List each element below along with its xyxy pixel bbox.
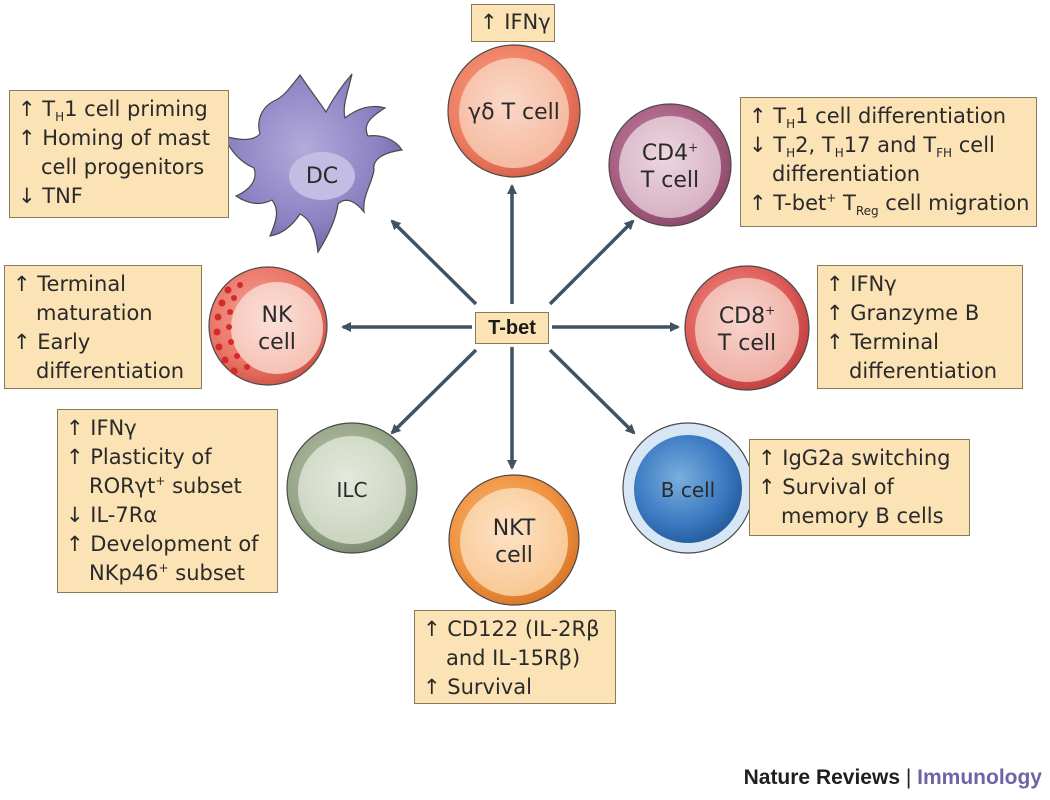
nk-cell <box>208 266 328 386</box>
b-cell-label: B cell <box>660 478 716 502</box>
gd-t-cell-label: γδ T cell <box>468 100 560 125</box>
b-effect-2-cont: memory B cells <box>781 504 944 528</box>
cd8-effect-1: ↑ IFNγ <box>826 272 897 296</box>
cd4-line2: T cell <box>640 168 700 193</box>
nkt-effect-1-cont: and IL-15Rβ) <box>446 646 581 670</box>
nk-cell-effects-box: ↑ Terminal maturation ↑ Early differenti… <box>4 265 202 389</box>
nk-effect-2: ↑ Early <box>13 330 91 354</box>
cd4-line1: CD4+ <box>641 140 699 166</box>
nk-line1: NK <box>261 303 293 328</box>
arrows <box>341 184 680 470</box>
nk-effect-2-cont: differentiation <box>36 359 185 383</box>
arrow-to-cd4-t-cell <box>548 219 635 306</box>
ilc-effect-4-cont: NKp46+ subset <box>89 561 245 585</box>
cd4-effect-2-cont: differentiation <box>772 162 921 186</box>
cd4-effect-1: ↑ TH1 cell differentiation <box>749 104 1007 132</box>
cd8-effect-2: ↑ Granzyme B <box>826 301 980 325</box>
dc-effect-1: ↑ TH1 cell priming <box>18 97 208 125</box>
b-effect-1: ↑ IgG2a switching <box>758 446 951 470</box>
cd4-t-cell-effects-box: ↑ TH1 cell differentiation ↓ TH2, TH17 a… <box>740 97 1037 227</box>
cd8-t-cell <box>684 265 810 391</box>
cd8-line2: T cell <box>717 331 777 356</box>
nk-cell-label: NK cell <box>237 302 317 356</box>
b-effect-2: ↑ Survival of <box>758 475 894 499</box>
nkt-cell-label: NKT cell <box>464 515 564 569</box>
ilc-effects-box: ↑ IFNγ ↑ Plasticity of RORγt+ subset ↓ I… <box>57 409 278 593</box>
cd8-t-cell-effects-box: ↑ IFNγ ↑ Granzyme B ↑ Terminal different… <box>817 265 1023 389</box>
ilc-label: ILC <box>336 478 368 502</box>
dc-effects-box: ↑ TH1 cell priming ↑ Homing of mast cell… <box>9 90 229 218</box>
arrow-to-b-cell <box>548 348 636 435</box>
b-cell-effects-box: ↑ IgG2a switching ↑ Survival of memory B… <box>749 439 970 536</box>
cd4-effect-2: ↓ TH2, TH17 and TFH cell <box>749 133 995 161</box>
cd8-line1: CD8+ <box>718 303 776 329</box>
dc-label: DC <box>305 164 339 189</box>
dendritic-cell <box>222 73 403 254</box>
ilc-effect-1: ↑ IFNγ <box>66 416 137 440</box>
cd8-effect-3: ↑ Terminal <box>826 330 940 354</box>
journal-credit: Nature Reviews | Immunology <box>744 766 1042 790</box>
gd-t-cell <box>447 44 581 178</box>
gd-effect-1: ↑ IFNγ <box>480 10 551 34</box>
granules <box>213 282 250 375</box>
cd8-effect-3-cont: differentiation <box>849 359 998 383</box>
arrow-to-ilc <box>390 348 478 435</box>
nkt-line2: cell <box>495 543 533 568</box>
nkt-effect-2: ↑ Survival <box>423 675 532 699</box>
nkt-cell <box>448 474 580 606</box>
cd4-t-cell <box>608 103 732 227</box>
nkt-cell-effects-box: ↑ CD122 (IL-2Rβ and IL-15Rβ) ↑ Survival <box>414 610 616 704</box>
cd4-t-cell-label: CD4+ T cell <box>620 140 720 194</box>
cd8-t-cell-label: CD8+ T cell <box>697 303 797 357</box>
journal-section: Immunology <box>917 766 1042 789</box>
t-bet-box: T-bet <box>475 312 549 344</box>
dc-effect-3: ↓ TNF <box>18 184 83 208</box>
ilc-effect-2-cont: RORγt+ subset <box>89 474 242 498</box>
ilc-cell <box>286 422 418 554</box>
ilc-effect-4: ↑ Development of <box>66 532 259 556</box>
gd-t-cell-effects-box: ↑ IFNγ <box>471 4 555 42</box>
journal-name: Nature Reviews <box>743 766 900 789</box>
arrow-to-dc <box>390 219 478 306</box>
dc-effect-2-cont: cell progenitors <box>41 155 205 179</box>
ilc-effect-3: ↓ IL-7Rα <box>66 503 158 527</box>
ilc-effect-2: ↑ Plasticity of <box>66 445 212 469</box>
nkt-effect-1: ↑ CD122 (IL-2Rβ <box>423 617 600 641</box>
nkt-line1: NKT <box>492 516 536 541</box>
cd4-effect-3: ↑ T-bet+ TReg cell migration <box>749 191 1030 219</box>
b-cell <box>622 422 754 554</box>
dc-effect-2: ↑ Homing of mast <box>18 126 210 150</box>
nk-effect-1: ↑ Terminal <box>13 272 127 296</box>
nk-effect-1-cont: maturation <box>36 301 153 325</box>
credit-separator: | <box>905 766 912 789</box>
nk-line2: cell <box>258 330 296 355</box>
